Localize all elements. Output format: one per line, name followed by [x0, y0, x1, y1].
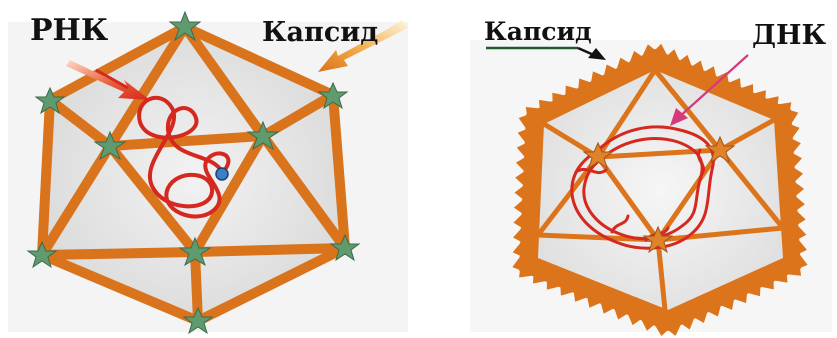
rna-end-marker-icon	[216, 168, 228, 180]
dna-label: ДНК	[752, 20, 827, 51]
rna-label: РНК	[30, 13, 108, 48]
right-capsid-label: Капсид	[484, 17, 592, 46]
left-capsid-label: Капсид	[262, 17, 378, 48]
